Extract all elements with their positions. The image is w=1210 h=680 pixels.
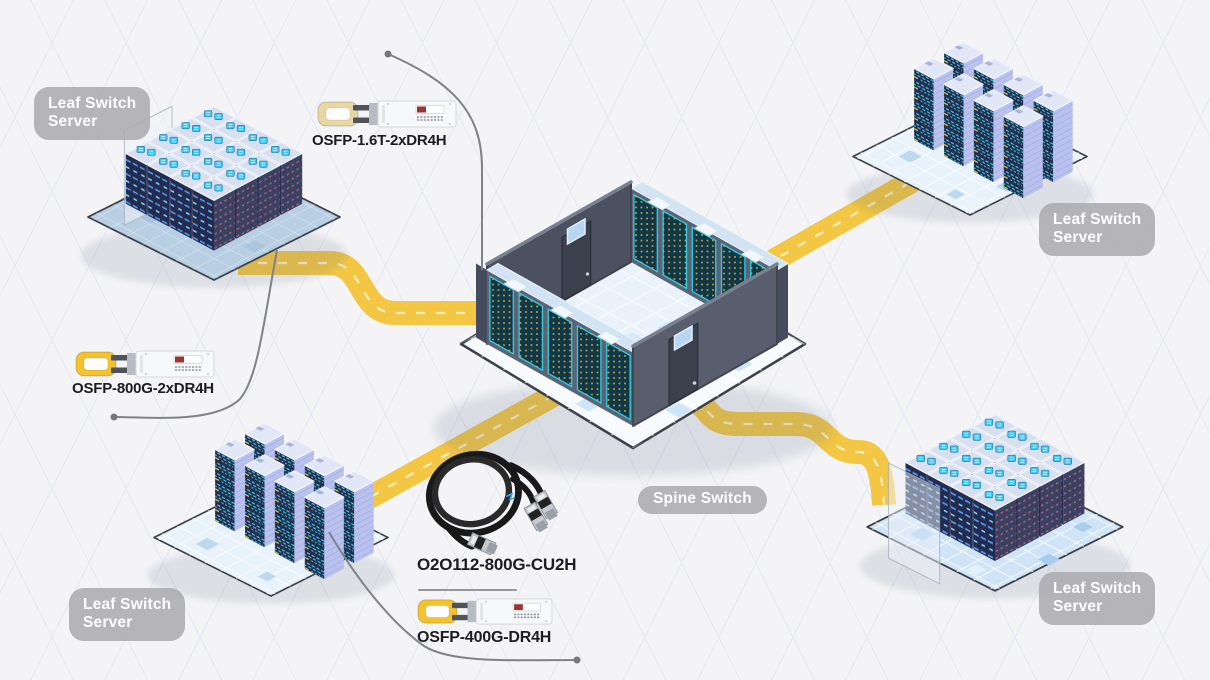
badge-leaf-switch-server-top-right: Leaf Switch Server (1039, 203, 1156, 256)
door-window (673, 324, 693, 352)
leaf-server-cluster-top-right (846, 41, 1094, 223)
badge-leaf-switch-server-top-left: Leaf Switch Server (34, 87, 151, 140)
osfp-transceiver-icon (417, 598, 553, 625)
door-window (566, 217, 586, 246)
door-handle (585, 272, 590, 276)
pointer-osfp-800g (113, 249, 278, 419)
product-label-osfp-1.6t: OSFP-1.6T-2xDR4H (312, 132, 447, 149)
product-label-osfp-800g: OSFP-800G-2xDR4H (72, 380, 214, 397)
spine-switch-room (433, 180, 833, 476)
glass-panel (887, 462, 941, 585)
badge-leaf-switch-server-bottom-right: Leaf Switch Server (1039, 572, 1156, 625)
product-label-osfp-400g: OSFP-400G-DR4H (417, 629, 552, 646)
leaf-server-cluster-bottom-left (147, 422, 395, 604)
dac-cable-icon (425, 450, 560, 557)
badge-leaf-switch-server-bottom-left: Leaf Switch Server (69, 588, 186, 641)
door-handle (692, 381, 697, 385)
product-label-o2o112-800g: O2O112-800G-CU2H (417, 555, 577, 574)
room-wall-southeast (631, 262, 779, 427)
pointer-osfp-400g (328, 531, 578, 662)
osfp-transceiver-icon (75, 350, 215, 378)
badge-spine-switch: Spine Switch (638, 486, 767, 514)
label-divider (418, 589, 517, 591)
rack-row-southwest (476, 262, 646, 426)
osfp-transceiver-icon (317, 100, 457, 128)
pointer-osfp-1.6t (387, 53, 483, 270)
